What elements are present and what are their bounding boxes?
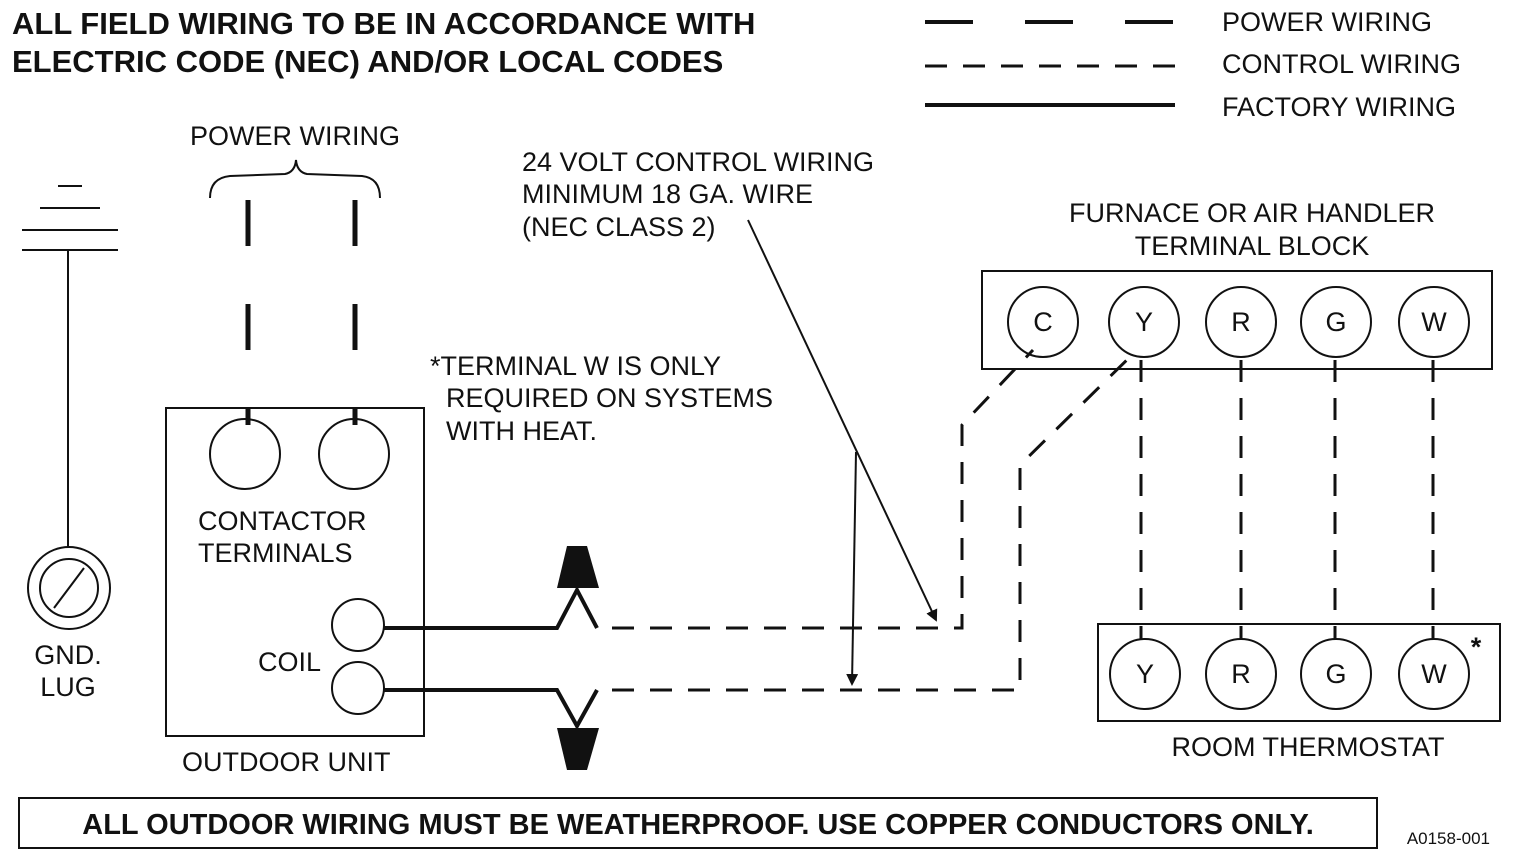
furnace-terminal-w-label: W <box>1421 307 1447 337</box>
footer-text: ALL OUTDOOR WIRING MUST BE WEATHERPROOF.… <box>82 809 1314 841</box>
thermostat-terminal-g: G <box>1300 638 1372 710</box>
thermostat-terminal-w: W <box>1398 638 1470 710</box>
terminal-w-note-line-2: REQUIRED ON SYSTEMS <box>446 383 773 413</box>
factory-wire-coil-1 <box>384 585 599 630</box>
power-wiring-brace <box>209 159 381 199</box>
thermostat-terminal-y-label: Y <box>1136 659 1154 689</box>
control-note-arrow-2 <box>846 451 859 686</box>
coil-terminal-2 <box>331 661 385 715</box>
room-thermostat-caption: ROOM THERMOSTAT <box>1172 732 1445 762</box>
furnace-title-line-2: TERMINAL BLOCK <box>1135 231 1370 261</box>
thermostat-terminal-g-label: G <box>1325 659 1346 689</box>
header-line-2: ELECTRIC CODE (NEC) AND/OR LOCAL CODES <box>12 44 723 79</box>
thermostat-terminal-y: Y <box>1109 638 1181 710</box>
control-wire-y-outdoor <box>612 350 1137 692</box>
control-note-line-1: 24 VOLT CONTROL WIRING <box>522 147 874 177</box>
control-note-line-2: MINIMUM 18 GA. WIRE <box>522 179 813 209</box>
outdoor-unit-caption: OUTDOOR UNIT <box>182 747 391 777</box>
thermostat-terminal-w-label: W <box>1421 659 1447 689</box>
ground-symbol <box>22 185 118 548</box>
thermostat-terminal-r: R <box>1205 638 1277 710</box>
furnace-terminal-w: W <box>1398 286 1470 358</box>
contactor-label-line-2: TERMINALS <box>198 538 353 568</box>
contactor-terminal-1 <box>209 418 281 490</box>
furnace-terminal-block <box>981 270 1493 370</box>
legend-control-label: CONTROL WIRING <box>1222 49 1461 79</box>
thermostat-terminal-r-label: R <box>1231 659 1251 689</box>
furnace-terminal-y-label: Y <box>1135 307 1153 337</box>
terminal-w-note-line-3: WITH HEAT. <box>446 416 597 446</box>
furnace-terminal-r: R <box>1205 286 1277 358</box>
outdoor-unit-box <box>165 407 425 737</box>
contactor-label-line-1: CONTACTOR <box>198 506 367 536</box>
control-note-arrow-1 <box>747 219 938 622</box>
furnace-terminal-y: Y <box>1108 286 1180 358</box>
coil-terminal-1 <box>331 598 385 652</box>
splice-cap-lower <box>557 728 599 770</box>
ground-lug <box>27 546 111 630</box>
ground-label-line-2: LUG <box>40 672 96 702</box>
terminal-w-note-line-1: *TERMINAL W IS ONLY <box>430 351 721 381</box>
furnace-terminal-c: C <box>1007 286 1079 358</box>
legend-factory-label: FACTORY WIRING <box>1222 92 1456 122</box>
thermostat-w-asterisk: * <box>1471 632 1482 662</box>
splice-cap-upper <box>557 546 599 588</box>
factory-wire-coil-2 <box>384 688 599 731</box>
furnace-terminal-g-label: G <box>1325 307 1346 337</box>
legend: POWER WIRING CONTROL WIRING FACTORY WIRI… <box>925 7 1461 122</box>
power-wiring-label: POWER WIRING <box>190 121 400 151</box>
footer-box <box>18 797 1378 849</box>
furnace-terminal-g: G <box>1300 286 1372 358</box>
room-thermostat-box <box>1097 623 1501 722</box>
furnace-terminal-r-label: R <box>1231 307 1251 337</box>
contactor-terminal-2 <box>318 418 390 490</box>
coil-label: COIL <box>258 647 321 677</box>
control-note-line-3: (NEC CLASS 2) <box>522 212 716 242</box>
drawing-code: A0158-001 <box>1407 829 1490 848</box>
legend-power-label: POWER WIRING <box>1222 7 1432 37</box>
furnace-terminal-c-label: C <box>1033 307 1053 337</box>
furnace-title-line-1: FURNACE OR AIR HANDLER <box>1069 198 1435 228</box>
header-line-1: ALL FIELD WIRING TO BE IN ACCORDANCE WIT… <box>12 6 755 41</box>
ground-label-line-1: GND. <box>34 640 102 670</box>
